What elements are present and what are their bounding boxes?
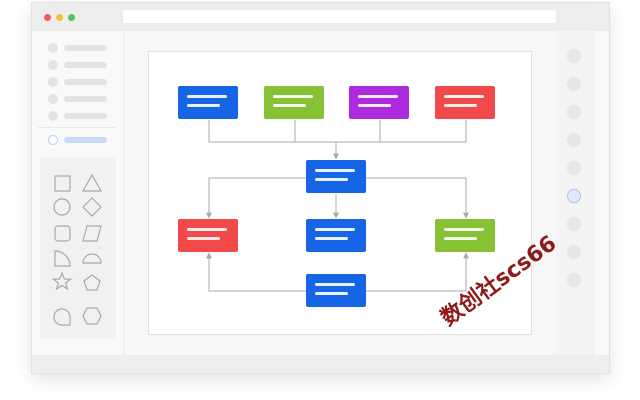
triangle-icon (81, 173, 103, 192)
node-bottom[interactable] (306, 274, 366, 307)
node-middle[interactable] (306, 219, 366, 252)
vertical-scrollbar[interactable] (593, 31, 609, 373)
minimize-window-button[interactable] (56, 14, 63, 21)
right-panel-button-3[interactable] (567, 105, 581, 119)
connector-center-left (206, 177, 306, 219)
maximize-window-button[interactable] (68, 14, 75, 21)
connector-center-right (366, 177, 469, 219)
diamond-icon (82, 197, 102, 217)
address-bar[interactable] (123, 10, 556, 23)
diagram-canvas[interactable] (148, 51, 532, 335)
connector-top-4 (336, 120, 467, 143)
node-center[interactable] (306, 160, 366, 193)
sidebar-divider (38, 127, 116, 128)
quarter-circle-icon (54, 250, 71, 267)
circle-icon (53, 198, 71, 216)
node-top-2[interactable] (264, 86, 324, 119)
left-sidebar (32, 31, 124, 373)
right-panel-button-1[interactable] (567, 49, 581, 63)
right-panel-button-2[interactable] (567, 77, 581, 91)
square-icon (54, 175, 71, 192)
connector-lines (206, 120, 469, 292)
connector-bottom-left (206, 252, 306, 292)
node-left[interactable] (178, 219, 238, 252)
hexagon-icon (82, 307, 102, 325)
right-panel-button-active[interactable] (567, 189, 581, 203)
speech-bubble-icon (53, 308, 71, 326)
right-panel-button-7[interactable] (567, 217, 581, 231)
right-panel (556, 31, 593, 373)
right-panel-button-9[interactable] (567, 273, 581, 287)
canvas-area (124, 31, 556, 373)
right-panel-button-8[interactable] (567, 245, 581, 259)
shape-palette (40, 157, 116, 339)
pentagon-icon (83, 274, 101, 291)
status-bar (32, 355, 609, 373)
right-panel-button-4[interactable] (567, 133, 581, 147)
connector-bottom-right (366, 252, 469, 292)
node-top-3[interactable] (349, 86, 409, 119)
close-window-button[interactable] (44, 14, 51, 21)
right-panel-button-5[interactable] (567, 161, 581, 175)
node-top-4[interactable] (435, 86, 495, 119)
rounded-square-icon (54, 225, 71, 242)
semicircle-icon (82, 253, 102, 264)
parallelogram-icon (82, 225, 102, 242)
node-top-1[interactable] (178, 86, 238, 119)
node-right[interactable] (435, 219, 495, 252)
connector-top-1 (208, 120, 336, 143)
app-window (31, 2, 610, 374)
star-icon (51, 271, 73, 291)
title-bar (32, 3, 609, 31)
